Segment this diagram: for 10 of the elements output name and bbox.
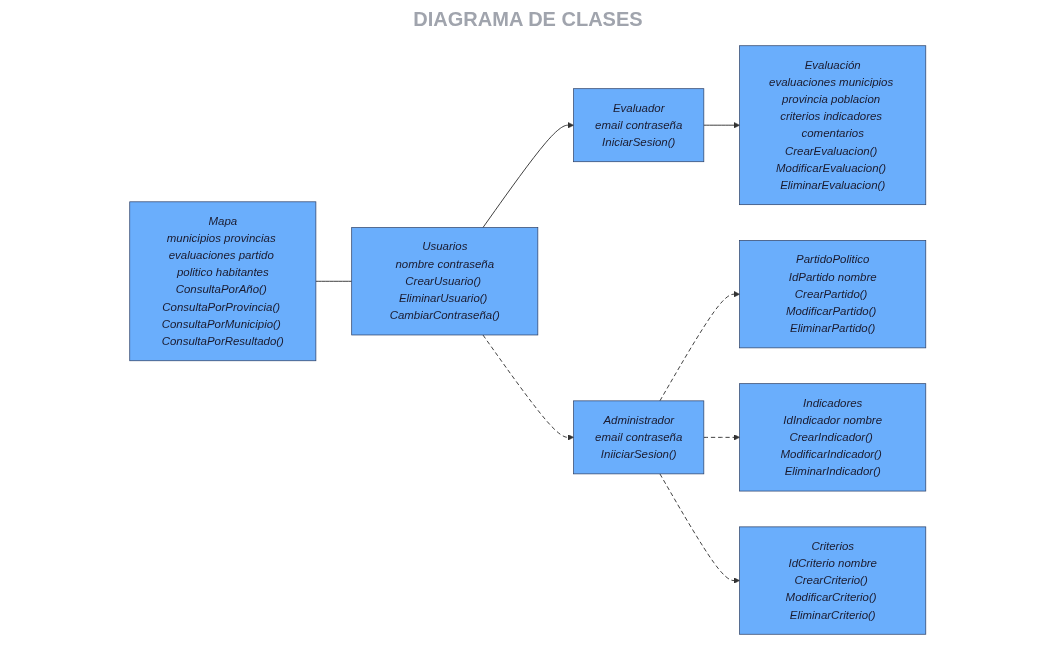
node-box: Criterios IdCriterio nombre CrearCriterio() ModificarCriterio() EliminarCriterio() (739, 526, 927, 635)
node-box: PartidoPolitico IdPartido nombre CrearPartido() ModificarPartido() EliminarPartido() (739, 240, 927, 349)
node-box: Evaluación evaluaciones municipios provincia poblacion criterios indicadores comentarios CrearEvaluacion() ModificarEvaluacion() EliminarEvaluacion() (739, 45, 927, 206)
node-box: Mapa municipios provincias evaluaciones partido politico habitantes ConsultaPorAño() ConsultaPorProvincia() ConsultaPorMunicipio() ConsultaPorResultado() (129, 201, 317, 362)
node-box: Evaluador email contraseña IniciarSesion() (573, 88, 705, 163)
node-box: Administrador email contraseña IniiciarSesion() (573, 400, 705, 475)
diagram-title: DIAGRAMA DE CLASES (412, 8, 644, 31)
node-box: Usuarios nombre contraseña CrearUsuario() EliminarUsuario() CambiarContraseña() (351, 227, 539, 336)
connector (315, 280, 353, 282)
node-box: Indicadores IdIndicador nombre CrearIndicador() ModificarIndicador() EliminarIndicador() (739, 383, 927, 492)
